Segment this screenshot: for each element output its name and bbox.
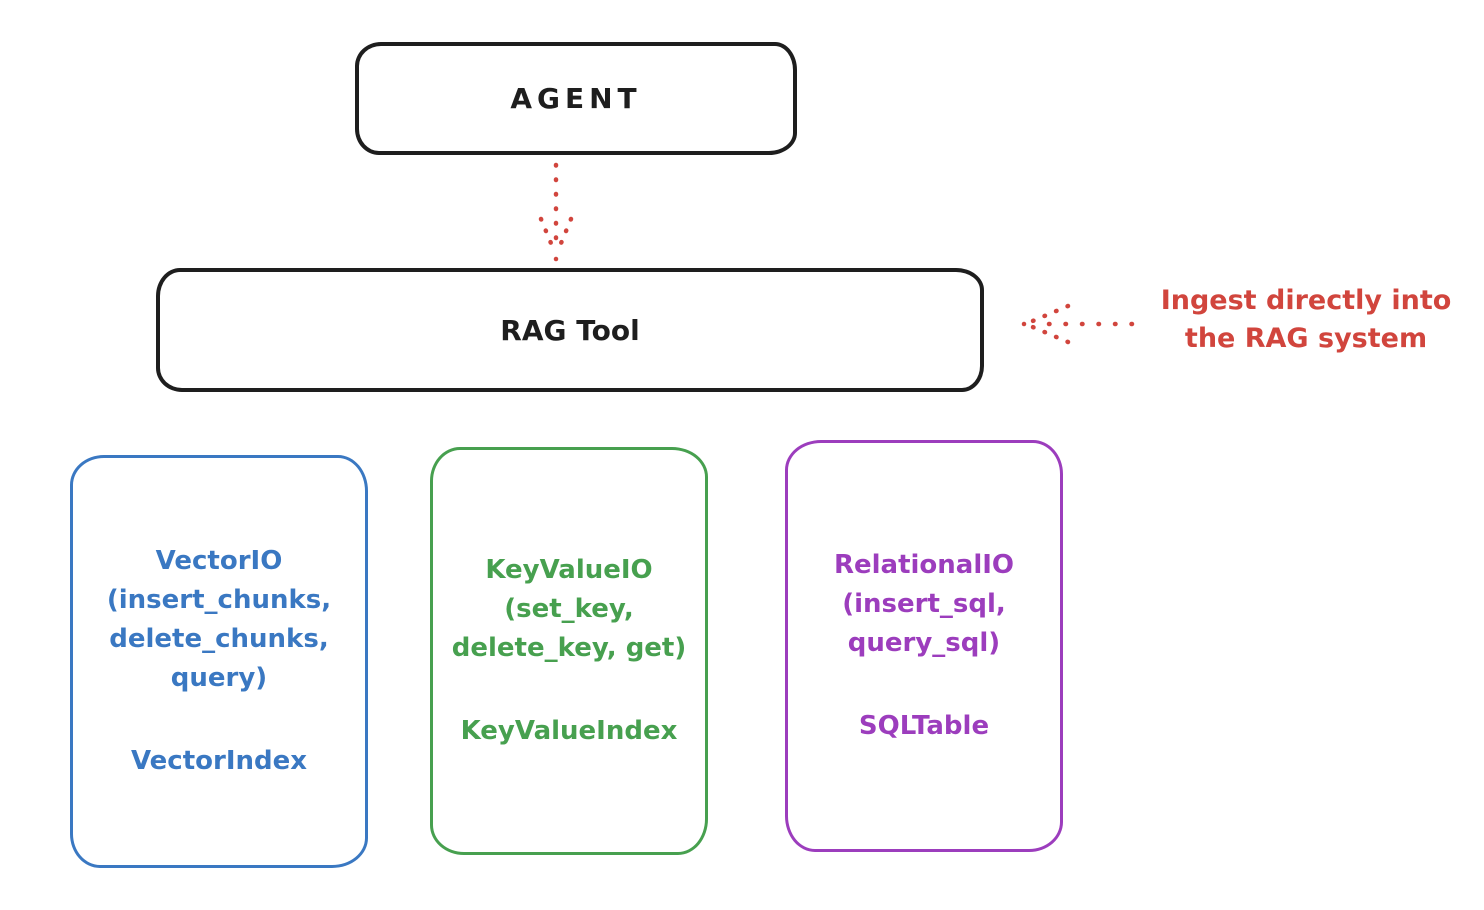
backend-index-label: KeyValueIndex — [460, 716, 678, 746]
backend-index-label: SQLTable — [858, 711, 990, 741]
backend-title-line: KeyValueIO — [485, 555, 653, 585]
dotted-down-arrow-icon — [538, 162, 574, 262]
agent-box: AGENT — [355, 42, 797, 155]
backend-title-line: query_sql) — [847, 628, 1001, 658]
ingest-annotation-line-1: Ingest directly into — [1160, 285, 1452, 316]
backend-box-vectorio: VectorIO (insert_chunks, delete_chunks, … — [70, 455, 368, 868]
backend-title-line: delete_key, get) — [451, 633, 687, 663]
rag-tool-box: RAG Tool — [156, 268, 984, 392]
agent-label: AGENT — [510, 82, 642, 115]
ingest-annotation: Ingest directly into the RAG system — [1138, 282, 1474, 358]
backend-title-line: VectorIO — [155, 546, 283, 576]
rag-tool-label: RAG Tool — [500, 313, 640, 347]
backend-title-line: (set_key, — [504, 594, 634, 624]
backend-index-label: VectorIndex — [130, 746, 308, 776]
backend-title-line: (insert_chunks, — [106, 585, 332, 615]
backend-box-relationalio: RelationalIO (insert_sql, query_sql) SQL… — [785, 440, 1063, 852]
backend-title-line: (insert_sql, — [842, 589, 1006, 619]
dotted-left-arrow-icon — [1021, 303, 1135, 345]
backend-title-line: delete_chunks, — [109, 624, 329, 654]
backend-title-line: query) — [170, 663, 268, 693]
ingest-annotation-line-2: the RAG system — [1184, 323, 1428, 354]
backend-title-line: RelationalIO — [833, 550, 1015, 580]
backend-box-keyvalueio: KeyValueIO (set_key, delete_key, get) Ke… — [430, 447, 708, 855]
